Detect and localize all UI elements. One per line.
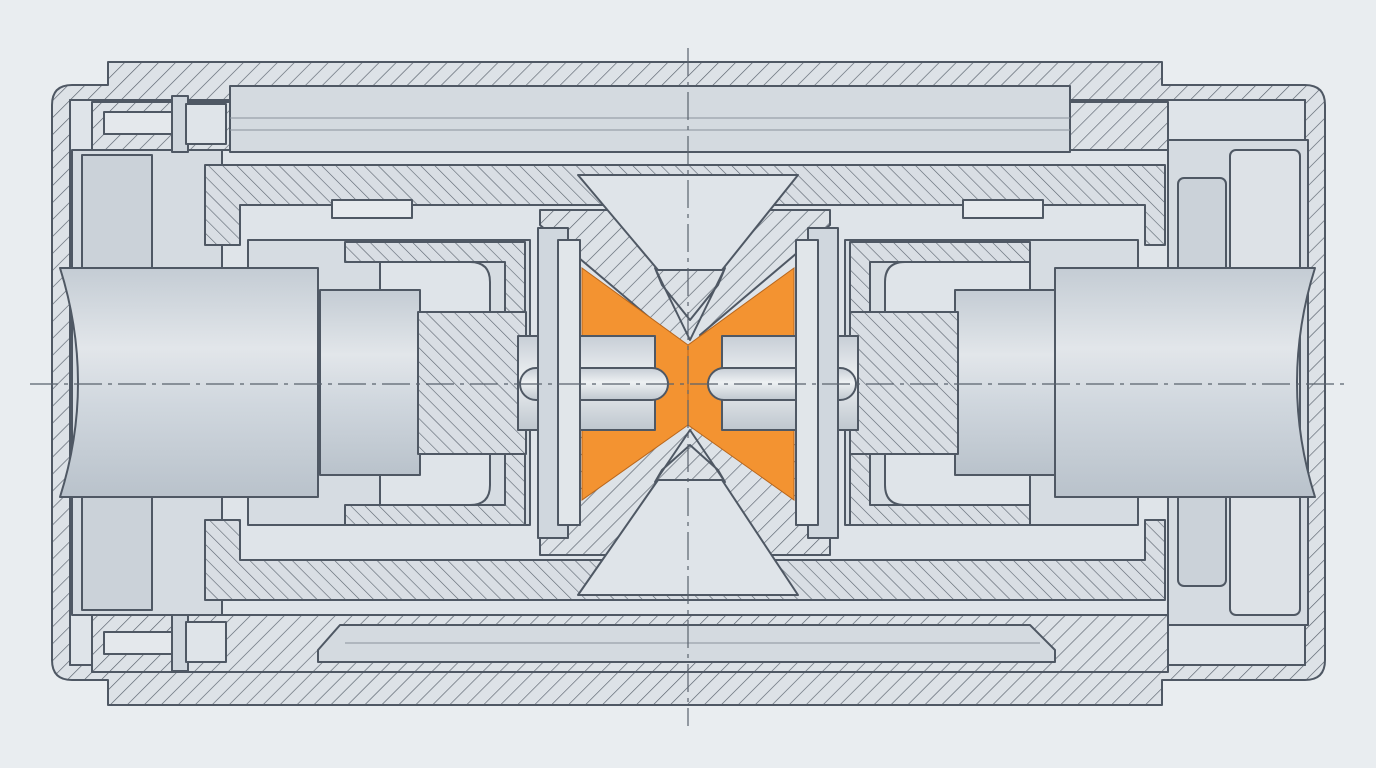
- left-main-shaft: [59, 267, 319, 498]
- left-top-bolt: [103, 111, 179, 135]
- right-hub: [954, 289, 1056, 476]
- left-assembly: [59, 95, 669, 672]
- right-assembly: [707, 199, 1316, 539]
- right-cup-inner: [849, 241, 1031, 526]
- right-main-shaft: [1054, 267, 1316, 498]
- top-cone-cutout: [577, 174, 799, 271]
- centerlines: [30, 48, 1346, 726]
- right-bearing-block: [849, 311, 959, 455]
- top-guide-rail: [229, 85, 1071, 153]
- left-bottom-bolt: [103, 631, 179, 655]
- left-upper-slot: [331, 199, 413, 219]
- x-divider-upper: [654, 267, 726, 341]
- left-bearing-block: [417, 311, 527, 455]
- right-upper-slot: [962, 199, 1044, 219]
- left-hub: [319, 289, 421, 476]
- x-divider-lower: [654, 429, 726, 483]
